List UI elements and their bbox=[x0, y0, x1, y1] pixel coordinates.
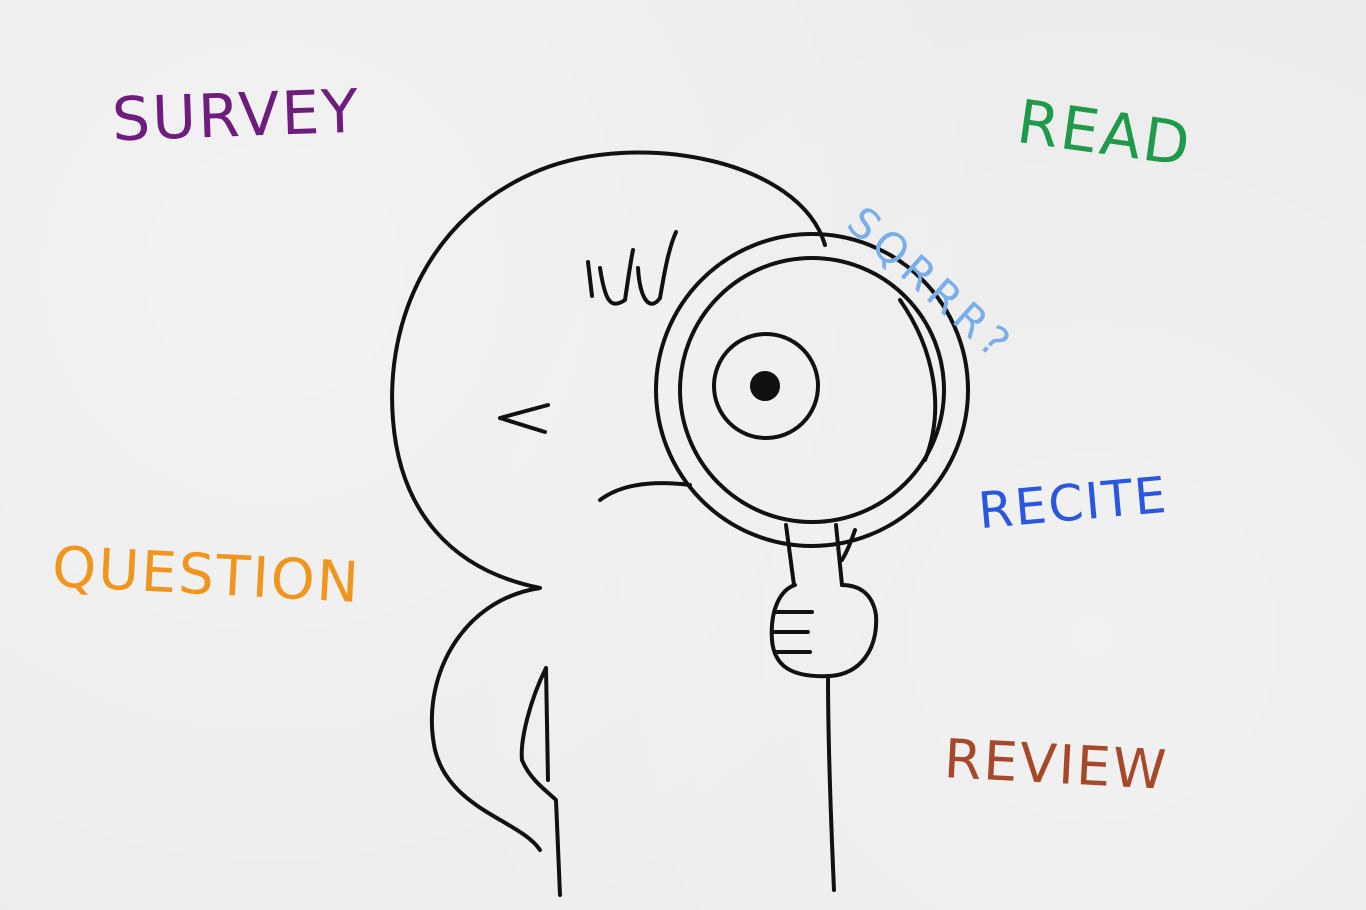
hair-strokes bbox=[586, 230, 678, 306]
magnifier-glare bbox=[898, 298, 938, 462]
mouth bbox=[598, 481, 692, 502]
closed-eye bbox=[498, 403, 550, 434]
hip-arm bbox=[519, 666, 562, 897]
magnifier-rim-outer bbox=[654, 232, 970, 548]
shoulder bbox=[840, 528, 857, 562]
magnifier-handle bbox=[784, 523, 844, 587]
magnified-eye bbox=[712, 332, 820, 440]
pupil bbox=[750, 371, 780, 401]
word-survey: SURVEY bbox=[110, 76, 362, 156]
holding-hand bbox=[769, 583, 879, 679]
head-outline bbox=[390, 150, 827, 852]
magnifier-rim-inner bbox=[678, 256, 946, 524]
word-question: QUESTION bbox=[50, 534, 363, 617]
body-line bbox=[826, 674, 836, 892]
word-review: REVIEW bbox=[942, 727, 1170, 802]
